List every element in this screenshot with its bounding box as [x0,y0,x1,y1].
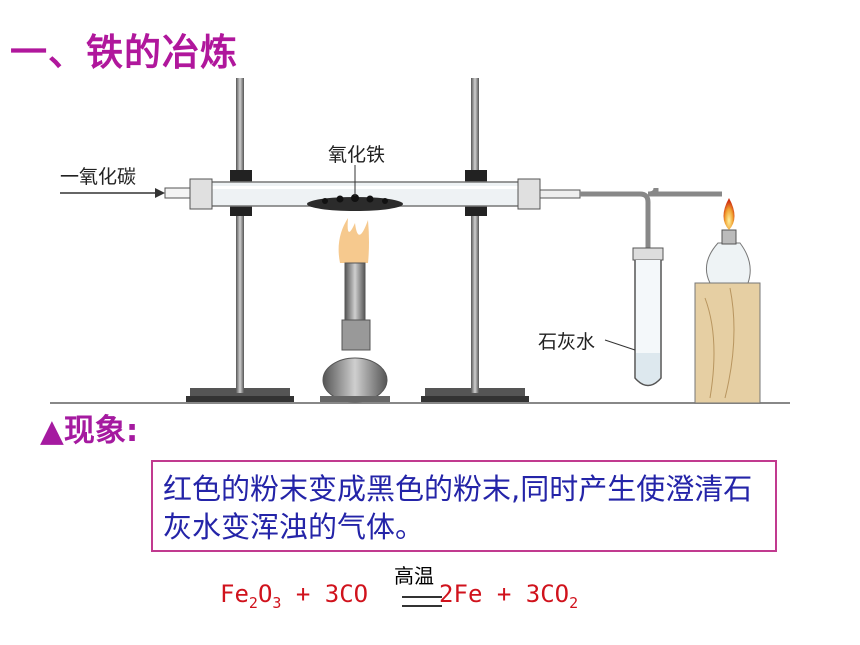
plus-sign-2: + [496,580,512,608]
reactant-co: 3CO [324,580,369,608]
sub-co2: 2 [569,593,579,612]
limewater-test-tube [604,247,664,387]
product-co2: 3CO [525,580,570,608]
plus-sign: + [295,580,311,608]
reactant-o: O [257,580,273,608]
sub-2: 2 [248,593,258,612]
page-title: 一、铁的冶炼 [10,31,238,74]
reactant-fe: Fe [220,580,249,608]
outlet-tube [580,187,722,358]
apparatus-diagram: 一氧化碳 氧化铁 石灰水 [50,78,790,404]
equals-sign [402,596,442,607]
reaction-tube [164,178,581,210]
label-limewater: 石灰水 [538,331,595,353]
label-carbon-monoxide: 一氧化碳 [60,166,136,188]
label-iron-oxide: 氧化铁 [328,144,385,166]
observation-box: 红色的粉末变成黑色的粉末,同时产生使澄清石灰水变浑浊的气体。 [151,460,777,552]
observation-text: 红色的粉末变成黑色的粉末,同时产生使澄清石灰水变浑浊的气体。 [163,472,753,544]
product-fe: 2Fe [439,580,483,608]
right-iron-stand [421,78,529,402]
chemical-equation: Fe2O3 + 3CO 2Fe + 3CO2 [220,580,578,612]
co-inlet-arrow [60,188,165,198]
left-iron-stand [186,78,294,402]
iron-oxide-powder [307,194,403,211]
reaction-condition: 高温 [394,564,434,588]
observation-heading: ▲现象: [40,413,139,449]
blast-lamp [320,262,390,403]
burner-flame [338,218,369,263]
alcohol-lamp [694,198,761,404]
sub-3: 3 [272,593,282,612]
